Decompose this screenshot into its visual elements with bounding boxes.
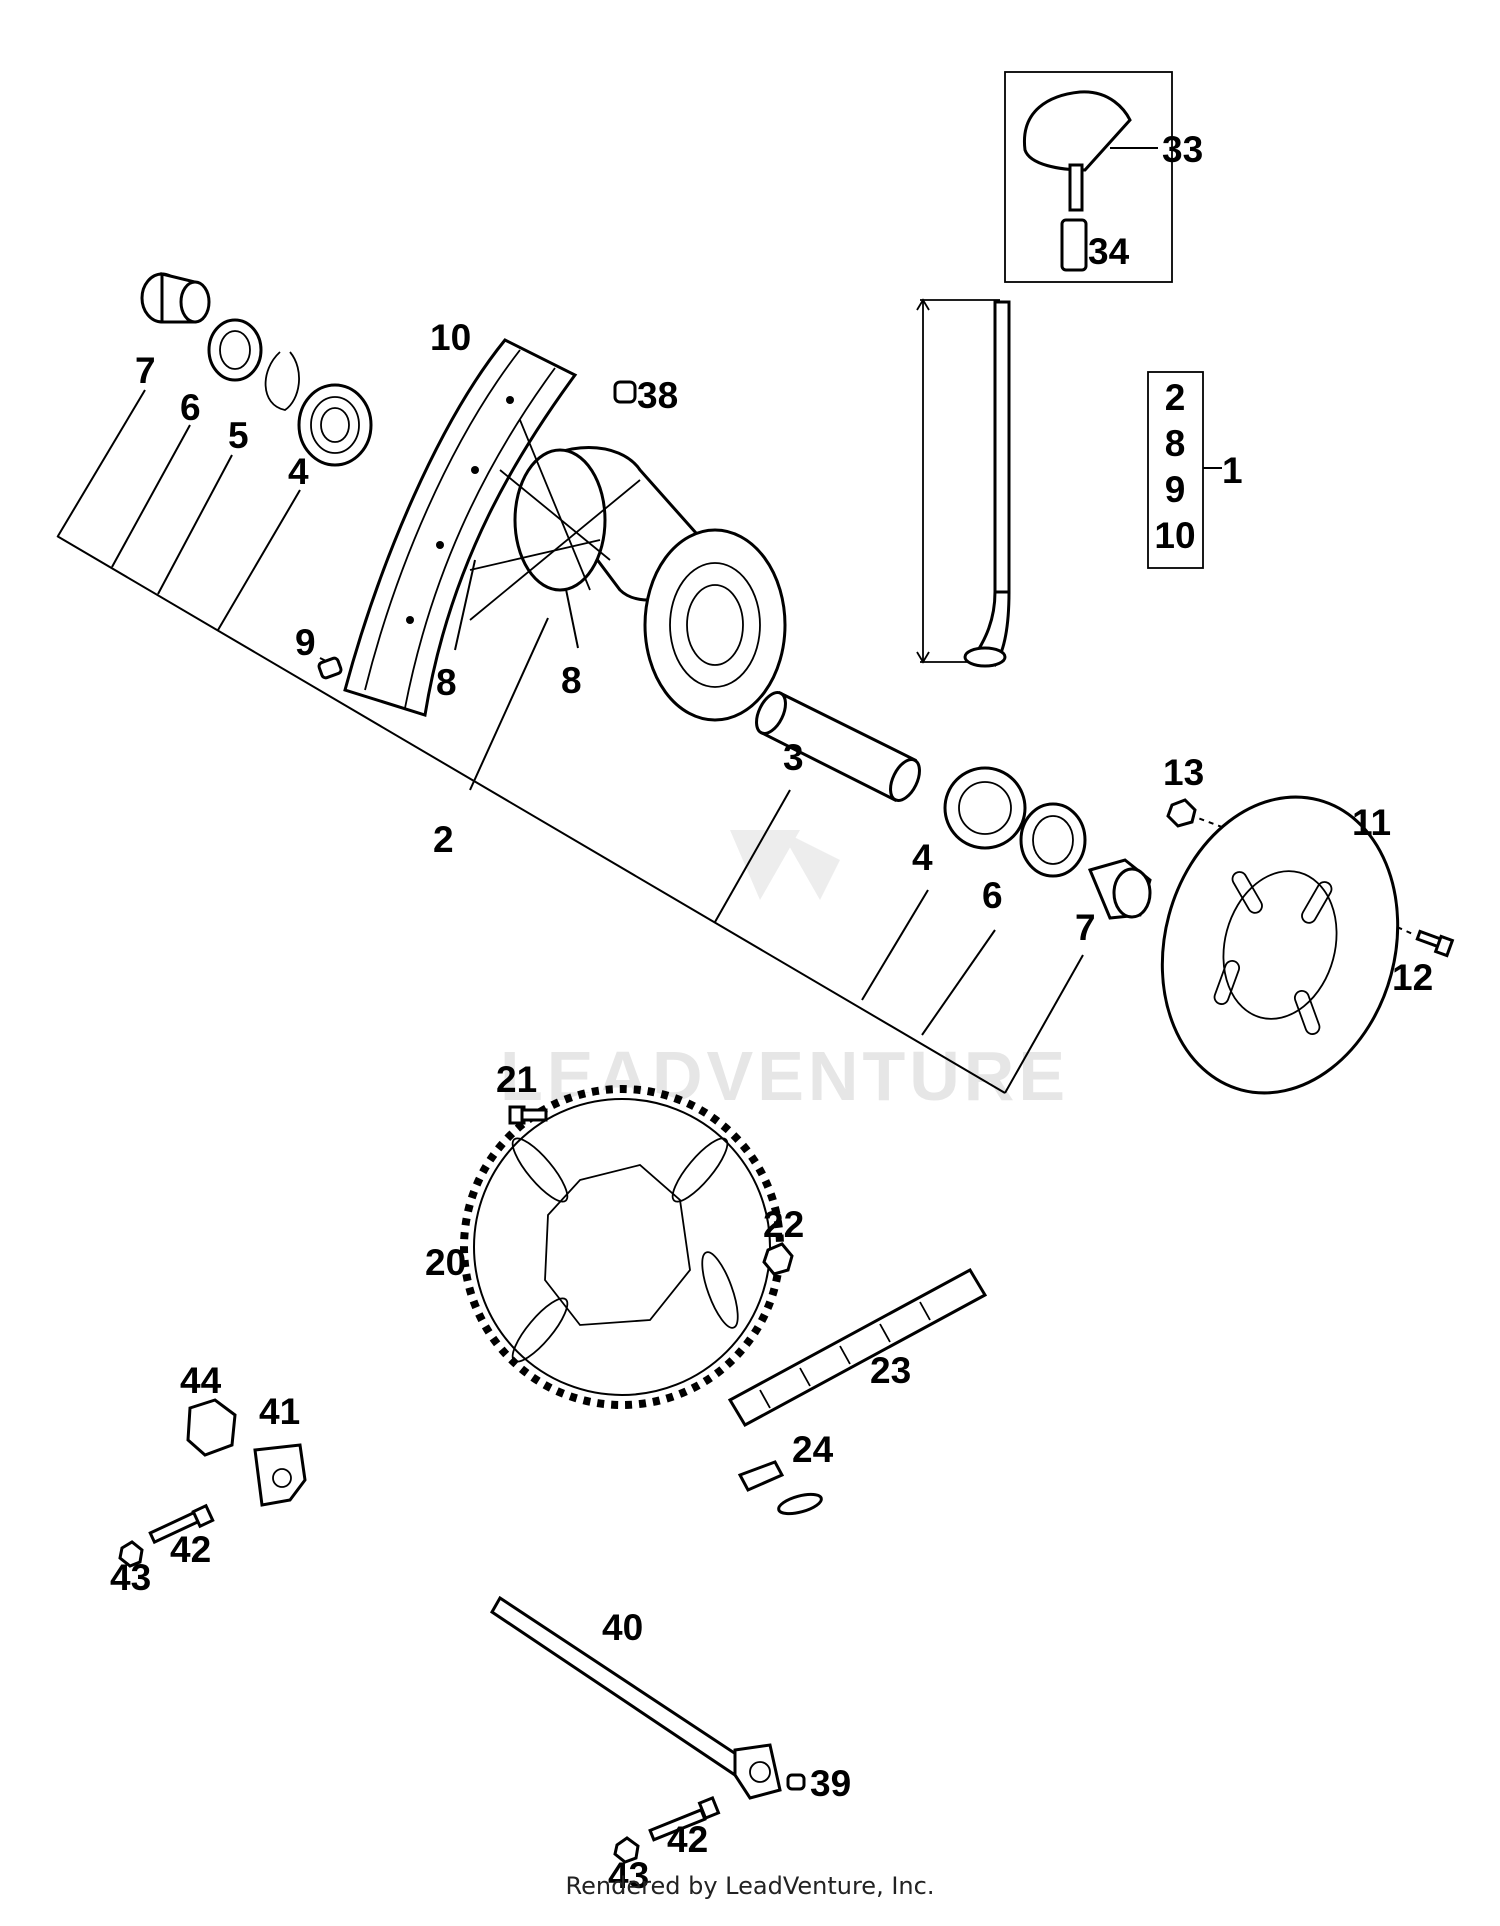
spacer-tube-part [755, 690, 921, 803]
callout-40: 40 [602, 1607, 643, 1648]
callout-11: 11 [1352, 802, 1391, 843]
callout-13: 13 [1163, 752, 1204, 793]
sprocket-bolt-part [508, 1105, 548, 1125]
kit-item-8: 8 [1165, 423, 1186, 464]
adjuster-nut-part-right [613, 1836, 640, 1864]
callout-12: 12 [1392, 957, 1433, 998]
kit-box-labels: 2 8 9 10 1 [1154, 377, 1242, 556]
callout-20: 20 [425, 1242, 466, 1283]
hub-part [469, 419, 787, 722]
kit-item-2: 2 [1165, 377, 1186, 418]
rim-lock-box [1004, 71, 1173, 283]
callout-21: 21 [496, 1059, 537, 1100]
callout-8-right: 8 [561, 660, 582, 701]
spoke-part [916, 298, 1011, 668]
callout-44: 44 [180, 1360, 222, 1401]
callout-8-left: 8 [436, 662, 457, 703]
seal-left-part [207, 318, 263, 382]
valve-cap-part [613, 380, 637, 404]
callout-41: 41 [259, 1391, 300, 1432]
callout-4-left: 4 [288, 451, 309, 492]
adjuster-bolt-part-right [648, 1796, 721, 1842]
sprocket-part [460, 1085, 784, 1409]
chain-part [727, 1267, 988, 1428]
disc-nut-part [1166, 798, 1197, 828]
kit-item-10: 10 [1154, 515, 1195, 556]
spoke-nipple-part [317, 656, 343, 680]
spacer-left-part [140, 272, 211, 324]
spacer-right-part [1087, 858, 1152, 920]
callout-6-left: 6 [180, 387, 201, 428]
callout-3: 3 [783, 737, 804, 778]
callout-42-left: 42 [170, 1529, 211, 1570]
callout-24: 24 [792, 1429, 834, 1470]
bearing-right-part [943, 766, 1027, 850]
sprocket-nut-part [762, 1242, 794, 1276]
callout-7-right: 7 [1075, 907, 1096, 948]
disc-bolt-part [1415, 929, 1455, 958]
callout-5: 5 [228, 415, 249, 456]
adjuster-nut-part-left [118, 1540, 144, 1568]
kit-item-9: 9 [1165, 469, 1186, 510]
seal-right-part [1019, 802, 1087, 878]
callout-7-left: 7 [135, 350, 156, 391]
axle-part [490, 1595, 782, 1800]
circlip-part [264, 351, 300, 411]
callout-22: 22 [763, 1204, 804, 1245]
callout-39: 39 [810, 1763, 851, 1804]
footer-credit: Rendered by LeadVenture, Inc. [565, 1872, 935, 1900]
callout-labels: 7 6 5 4 10 38 9 8 8 2 3 4 6 7 13 11 12 3… [110, 129, 1433, 1896]
rim-part [343, 338, 578, 717]
axle-cap-part [786, 1773, 806, 1791]
callout-38: 38 [637, 375, 678, 416]
kit-ref-label: 1 [1222, 450, 1243, 491]
callout-4-right: 4 [912, 837, 933, 878]
callout-42-right: 42 [667, 1819, 708, 1860]
callout-6-right: 6 [982, 875, 1003, 916]
callout-43-right: 43 [608, 1855, 649, 1896]
callout-34: 34 [1088, 231, 1130, 272]
axle-nut-part [186, 1398, 237, 1457]
adjuster-bolt-part-left [148, 1503, 215, 1545]
callout-10: 10 [430, 317, 471, 358]
bearing-left-part [297, 383, 373, 467]
chain-adjuster-part [253, 1443, 307, 1507]
watermark: LEADVENTURE [500, 830, 1065, 1115]
kit-box [1147, 371, 1204, 569]
callout-43-left: 43 [110, 1557, 151, 1598]
callout-23: 23 [870, 1350, 911, 1391]
callout-33: 33 [1162, 129, 1203, 170]
callout-2: 2 [433, 819, 454, 860]
brake-disc-part [1160, 795, 1400, 1095]
master-link-part [737, 1460, 823, 1516]
leader-lines [56, 147, 1416, 1094]
callout-9: 9 [295, 622, 316, 663]
